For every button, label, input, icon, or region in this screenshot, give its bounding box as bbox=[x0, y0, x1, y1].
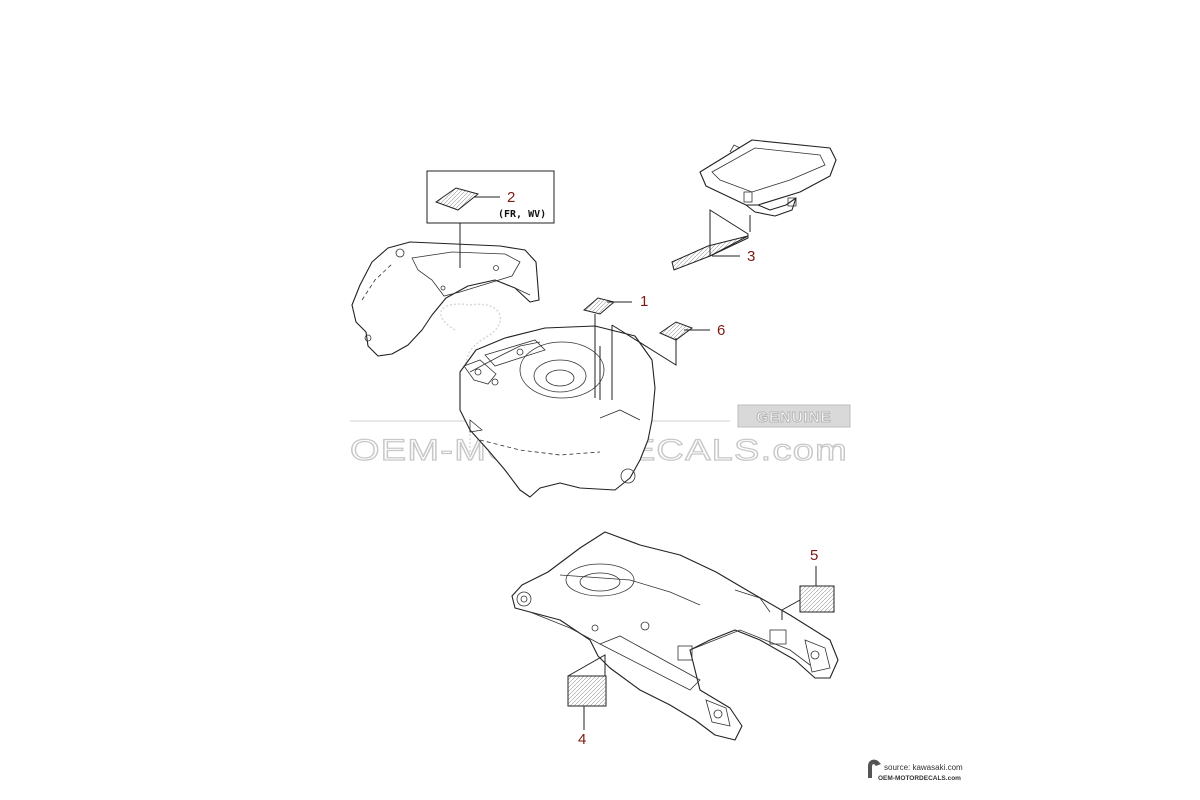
callout-6: 6 bbox=[717, 322, 725, 339]
source-line-2: OEM-MOTORDECALS.com bbox=[878, 775, 961, 782]
decal-5-group: 5 bbox=[781, 547, 835, 620]
source-logo-icon bbox=[868, 759, 881, 778]
decal-4 bbox=[567, 675, 607, 707]
source-credit: source: kawasaki.com OEM-MOTORDECALS.com bbox=[868, 759, 963, 782]
watermark-badge: GENUINE bbox=[756, 409, 831, 426]
callout-2: 2 bbox=[507, 189, 515, 206]
storage-box-part bbox=[699, 139, 837, 232]
decal-1 bbox=[582, 297, 616, 315]
fuel-tank-part bbox=[459, 325, 656, 498]
callout-1: 1 bbox=[640, 293, 648, 310]
callout-3: 3 bbox=[747, 248, 755, 265]
callout-4: 4 bbox=[578, 731, 586, 748]
swingarm-part bbox=[511, 531, 839, 741]
decal-5 bbox=[799, 585, 835, 613]
front-fairing-part bbox=[351, 241, 540, 357]
callout-2-note: (FR, WV) bbox=[498, 209, 546, 220]
callout-5: 5 bbox=[810, 547, 818, 564]
decal-1-group: 1 bbox=[582, 293, 648, 400]
decal-6 bbox=[658, 321, 694, 341]
source-line-1: source: kawasaki.com bbox=[884, 763, 963, 772]
decal-2 bbox=[434, 187, 480, 211]
decal-3-group: 3 bbox=[671, 209, 755, 271]
decal-4-group: 4 bbox=[567, 654, 607, 748]
decal-2-group: 2 (FR, WV) bbox=[426, 170, 555, 268]
decal-6-group: 6 bbox=[611, 321, 725, 400]
